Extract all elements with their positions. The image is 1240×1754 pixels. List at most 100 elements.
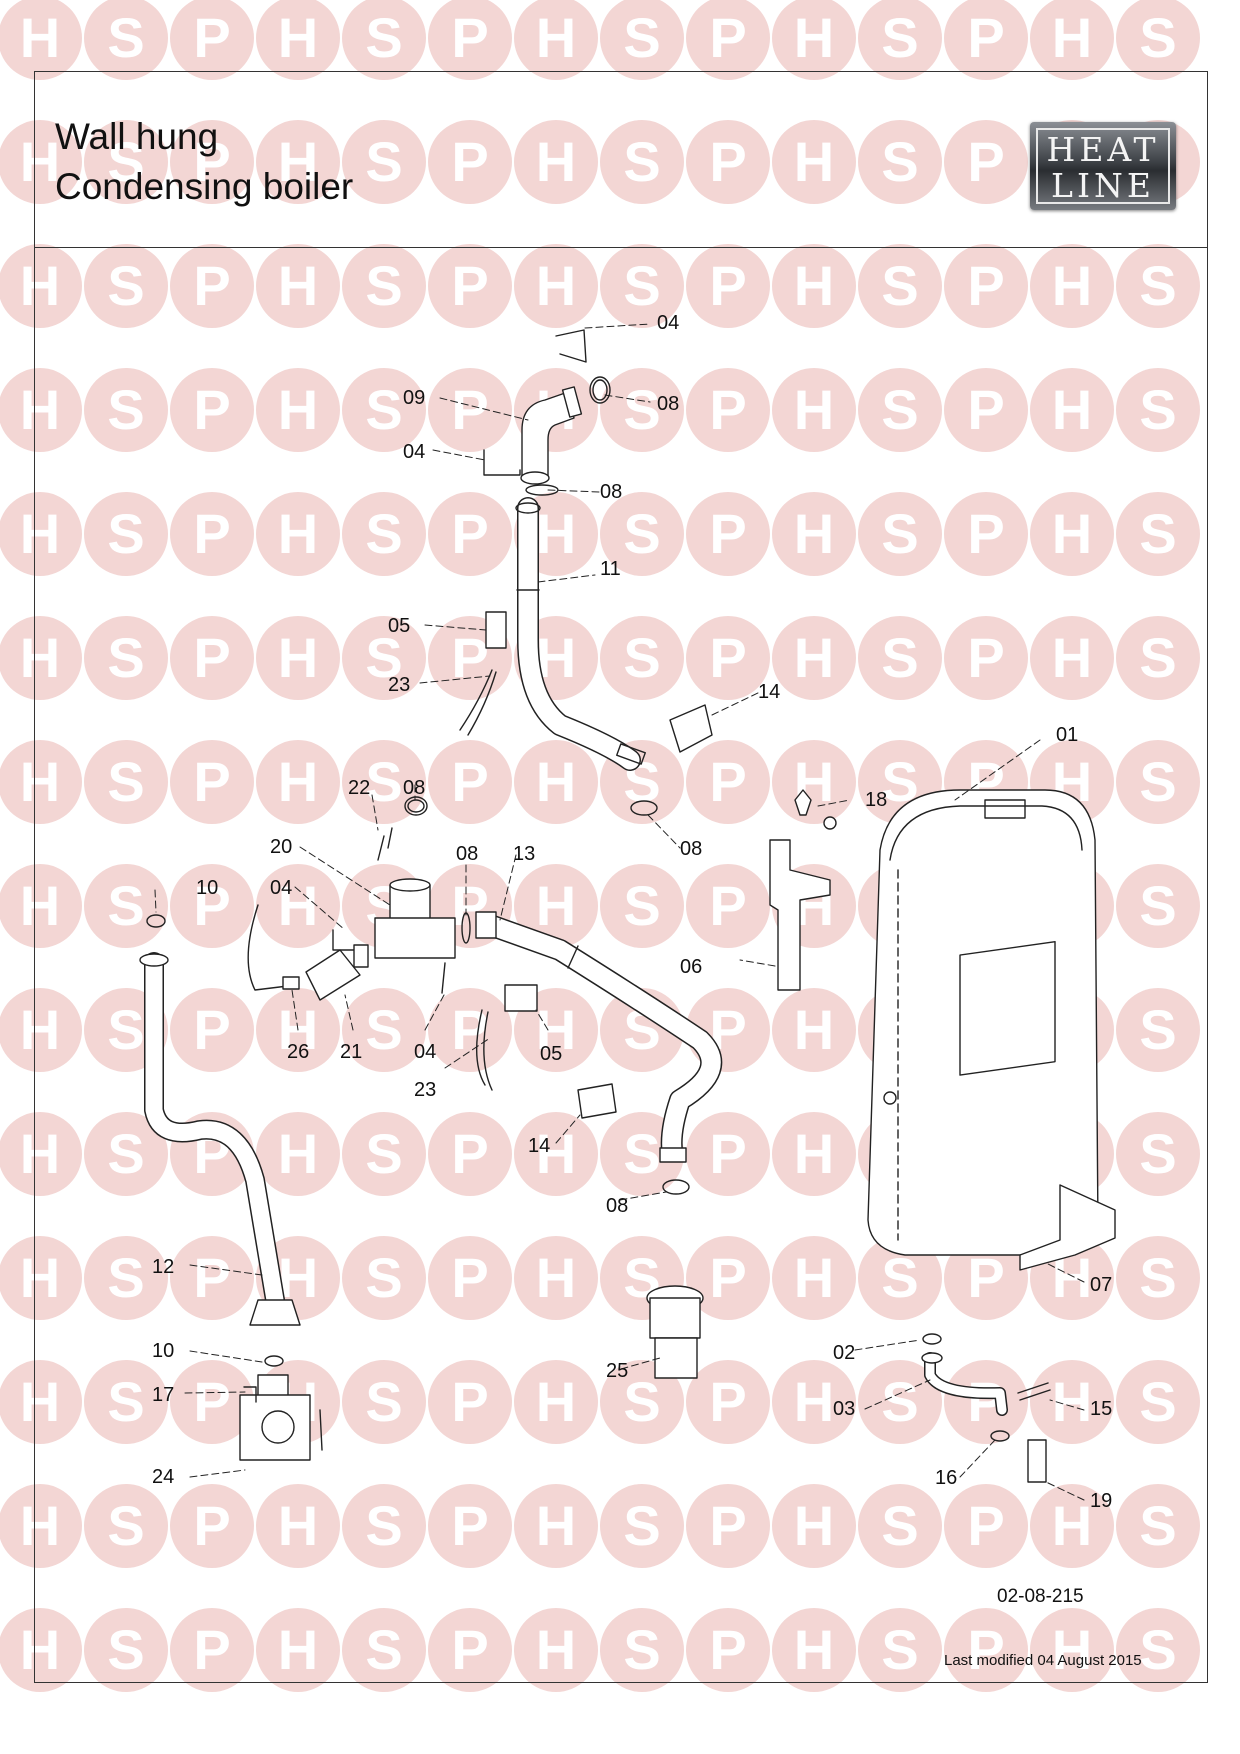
part-label-23-upper: 23 — [388, 674, 411, 696]
part-label-14-lower: 14 — [528, 1135, 551, 1157]
elbow-09 — [520, 386, 583, 485]
pipe-11 — [515, 497, 646, 771]
watermark-disc — [686, 864, 770, 948]
part-label-22: 22 — [348, 777, 371, 799]
sensor-21 — [247, 904, 369, 1001]
watermark-letter: H — [794, 1618, 834, 1681]
part-label-11: 11 — [600, 558, 621, 580]
watermark-disc — [342, 244, 426, 328]
watermark-disc — [84, 1484, 168, 1568]
part-label-18: 18 — [865, 789, 888, 811]
watermark-disc — [84, 492, 168, 576]
watermark-letter: S — [365, 6, 402, 69]
watermark-disc — [686, 1236, 770, 1320]
watermark-letter: P — [193, 378, 230, 441]
watermark-disc — [1030, 1608, 1114, 1692]
watermark-disc — [170, 244, 254, 328]
watermark-disc — [944, 368, 1028, 452]
watermark-disc — [84, 616, 168, 700]
part-label-10-lower: 10 — [152, 1340, 175, 1362]
watermark-letter: P — [193, 1494, 230, 1557]
watermark-letter: H — [536, 254, 576, 317]
part-label-06: 06 — [680, 956, 703, 978]
watermark-disc — [600, 864, 684, 948]
watermark-letter: S — [107, 254, 144, 317]
watermark-letter: H — [20, 6, 60, 69]
watermark-disc — [1030, 1360, 1114, 1444]
watermark-disc — [858, 368, 942, 452]
watermark-disc — [1030, 368, 1114, 452]
watermark-disc — [1116, 492, 1200, 576]
watermark-letter: H — [278, 874, 318, 937]
watermark-letter: H — [1052, 1370, 1092, 1433]
watermark-disc — [1116, 1360, 1200, 1444]
watermark-disc — [686, 1360, 770, 1444]
logo-word-1: HEAT — [1046, 130, 1160, 169]
watermark-disc — [858, 244, 942, 328]
part-label-01: 01 — [1056, 724, 1079, 746]
watermark-disc — [686, 616, 770, 700]
watermark-disc — [170, 492, 254, 576]
watermark-letter: S — [1139, 254, 1176, 317]
watermark-letter: S — [365, 378, 402, 441]
pipe-03-assembly — [921, 1333, 1051, 1483]
watermark-disc — [600, 0, 684, 80]
watermark-letter: H — [1052, 378, 1092, 441]
watermark-disc — [0, 1608, 82, 1692]
watermark-letter: P — [451, 1618, 488, 1681]
watermark-letter: S — [107, 626, 144, 689]
watermark-letter: S — [107, 998, 144, 1061]
watermark-disc — [84, 120, 168, 204]
watermark-letter: P — [193, 1618, 230, 1681]
watermark-disc — [772, 1484, 856, 1568]
watermark-disc — [428, 988, 512, 1072]
watermark-disc — [1116, 244, 1200, 328]
watermark-disc — [342, 0, 426, 80]
watermark-letter: H — [20, 1618, 60, 1681]
watermark-letter: P — [709, 1370, 746, 1433]
watermark-disc — [858, 492, 942, 576]
watermark-disc — [0, 1236, 82, 1320]
watermark-disc — [944, 1484, 1028, 1568]
watermark-disc — [84, 864, 168, 948]
watermark-letter: P — [451, 1370, 488, 1433]
watermark-letter: H — [20, 1122, 60, 1185]
watermark-disc — [944, 120, 1028, 204]
watermark-letter: P — [709, 750, 746, 813]
watermark-disc — [1116, 1112, 1200, 1196]
watermark-letter: S — [623, 502, 660, 565]
pump-24 — [239, 1374, 323, 1461]
watermark-disc — [256, 244, 340, 328]
watermark-disc — [170, 1360, 254, 1444]
watermark-letter: H — [278, 626, 318, 689]
watermark-letter: H — [1052, 1618, 1092, 1681]
watermark-disc — [686, 1112, 770, 1196]
watermark-letter: S — [365, 130, 402, 193]
part-label-08-top: 08 — [657, 393, 680, 415]
watermark-letter: S — [365, 998, 402, 1061]
watermark-disc — [0, 740, 82, 824]
watermark-disc — [342, 1484, 426, 1568]
watermark-disc — [858, 1608, 942, 1692]
watermark-disc — [772, 244, 856, 328]
part-label-08-mid-left: 08 — [403, 777, 426, 799]
watermark-disc — [84, 244, 168, 328]
watermark-disc — [342, 988, 426, 1072]
watermark-disc — [84, 0, 168, 80]
watermark-disc — [686, 0, 770, 80]
watermark-letter: P — [709, 378, 746, 441]
watermark-letter: P — [193, 874, 230, 937]
part-label-08-mid: 08 — [680, 838, 703, 860]
watermark-disc — [772, 1608, 856, 1692]
watermark-disc — [0, 244, 82, 328]
part-label-07: 07 — [1090, 1274, 1113, 1296]
watermark-letter: P — [193, 998, 230, 1061]
watermark-disc — [342, 1112, 426, 1196]
watermark-disc — [514, 0, 598, 80]
watermark-disc — [772, 368, 856, 452]
watermark-letter: P — [967, 626, 1004, 689]
watermark-disc — [772, 1360, 856, 1444]
watermark-letter: H — [536, 502, 576, 565]
watermark-disc — [428, 244, 512, 328]
watermark-disc — [1030, 616, 1114, 700]
